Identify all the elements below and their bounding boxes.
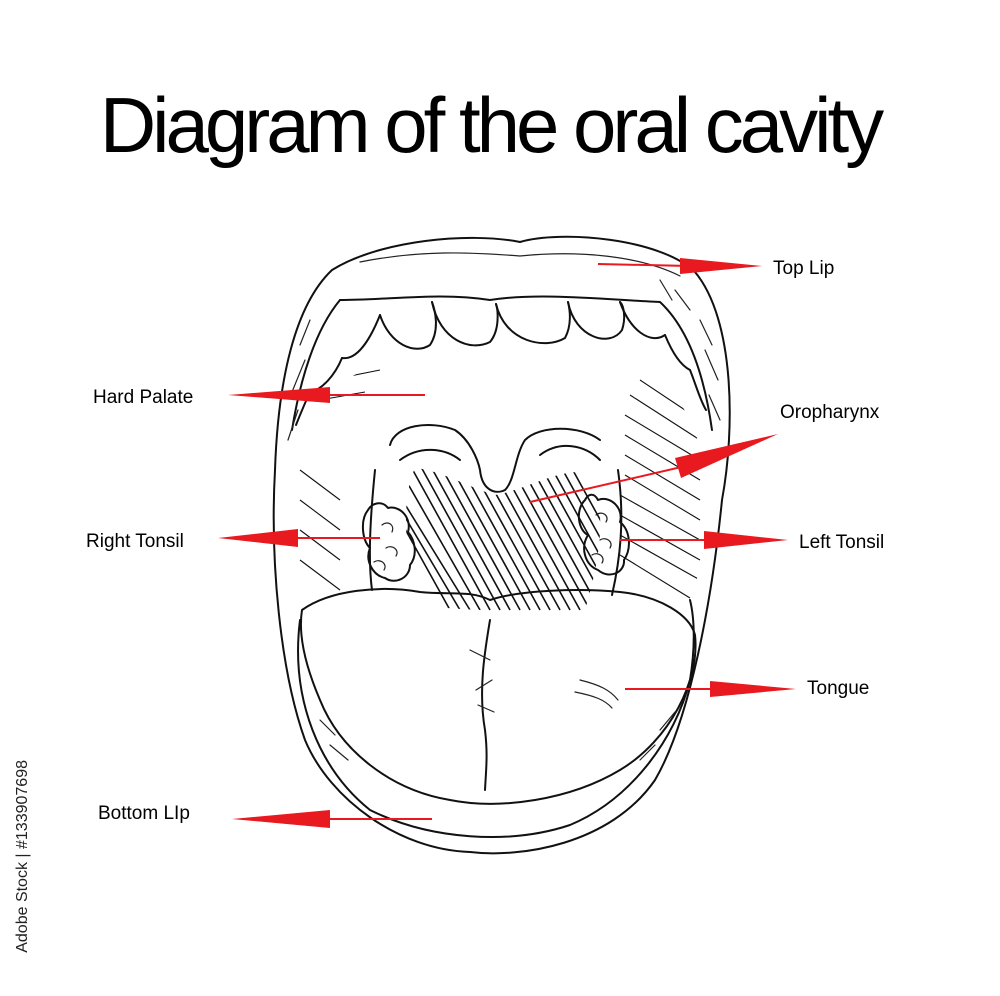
- bottom-lip-pointer: [232, 810, 432, 828]
- diagram-title: Diagram of the oral cavity: [100, 81, 884, 169]
- upper-teeth: [295, 301, 707, 426]
- oropharynx-pointer: [529, 434, 778, 503]
- upper-lip-inner: [339, 295, 713, 431]
- tongue-drawing: [299, 588, 697, 805]
- label-bottom-lip: Bottom LIp: [98, 803, 190, 824]
- label-right-tonsil: Right Tonsil: [86, 531, 184, 552]
- label-tongue: Tongue: [807, 678, 869, 699]
- left-tonsil-drawing: [577, 493, 630, 576]
- mouth-illustration: [272, 235, 731, 855]
- lips-outline: [272, 235, 731, 855]
- label-left-tonsil: Left Tonsil: [799, 532, 884, 553]
- lower-lip-inner: [297, 599, 695, 838]
- throat-hatching: [405, 468, 601, 611]
- cheek-hatching: [299, 369, 701, 599]
- hard-palate-pointer: [228, 387, 425, 403]
- uvula-arch: [389, 424, 601, 493]
- right-tonsil-drawing: [362, 502, 416, 582]
- right-tonsil-pointer: [218, 529, 380, 547]
- tongue-pointer: [625, 681, 796, 697]
- top-lip-pointer: [597, 258, 762, 274]
- stock-credit: Adobe Stock | #133907698: [14, 760, 31, 953]
- left-tonsil-pointer: [620, 531, 788, 549]
- label-hard-palate: Hard Palate: [93, 387, 193, 408]
- label-top-lip: Top Lip: [773, 258, 834, 279]
- label-oropharynx: Oropharynx: [780, 402, 880, 423]
